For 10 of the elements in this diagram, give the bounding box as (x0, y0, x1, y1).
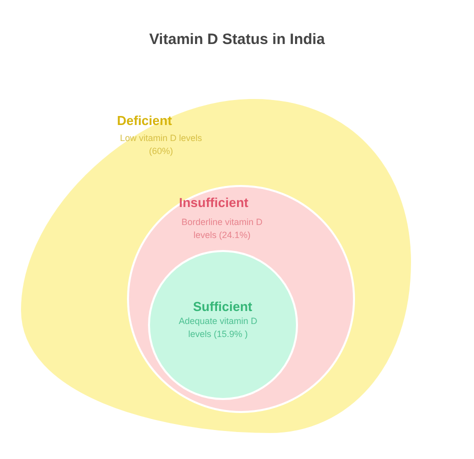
category-heading: Deficient (117, 113, 172, 129)
category-description: Adequate vitamin D levels (15.9% ) (178, 315, 258, 341)
category-description: Low vitamin D levels (60%) (118, 132, 204, 158)
category-circle (127, 185, 355, 413)
diagram-title: Vitamin D Status in India (148, 31, 326, 49)
category-description: Borderline vitamin D levels (24.1%) (180, 216, 264, 242)
category-heading: Insufficient (179, 195, 248, 211)
category-circle (148, 250, 298, 400)
category-heading: Sufficient (193, 299, 252, 315)
category-blob (18, 96, 414, 436)
